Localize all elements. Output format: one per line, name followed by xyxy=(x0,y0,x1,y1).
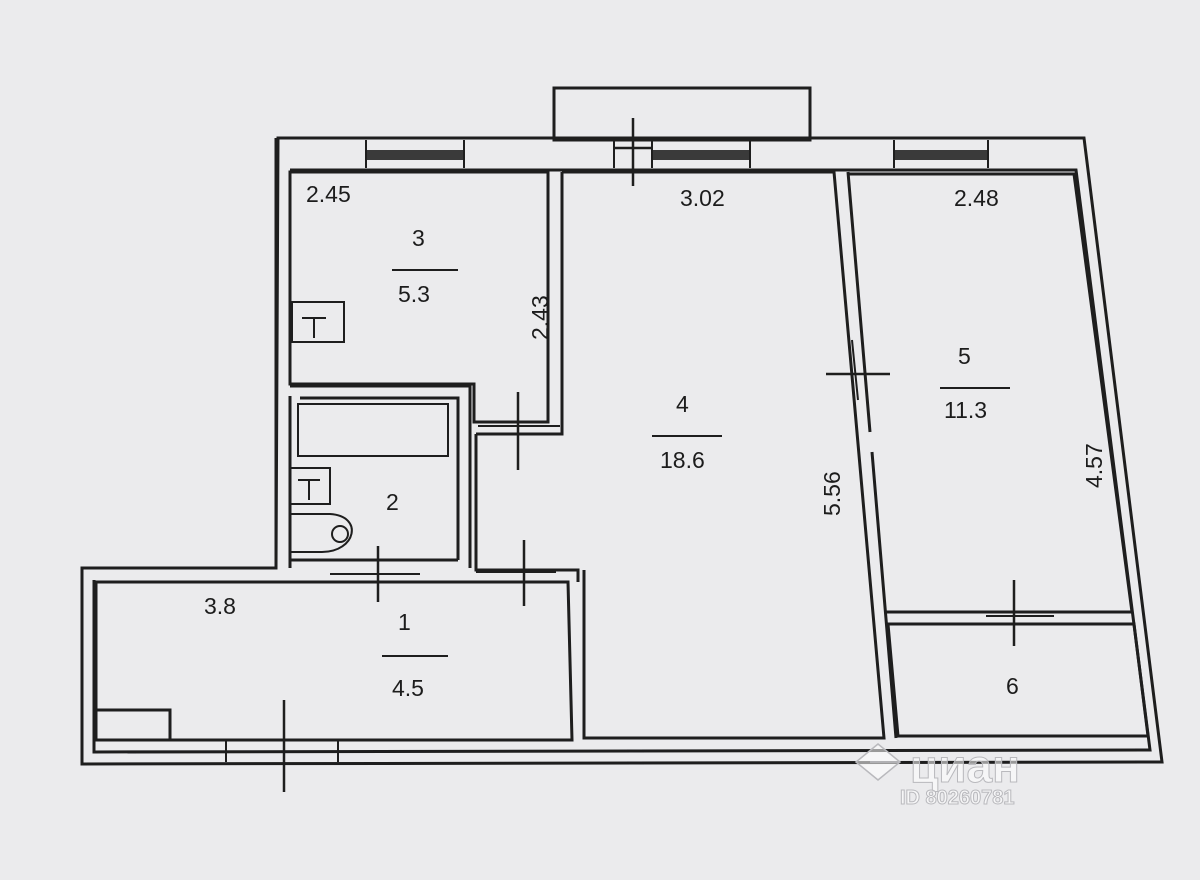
room3-area: 5.3 xyxy=(398,281,430,307)
room5-width-label: 2.48 xyxy=(954,185,999,211)
room6-walls xyxy=(886,622,1150,738)
room1-area: 4.5 xyxy=(392,675,424,701)
watermark-id: ID 80260781 xyxy=(900,787,1015,809)
window-room4 xyxy=(652,150,750,160)
room4-walls xyxy=(562,170,886,740)
room4-width-label: 3.02 xyxy=(680,185,725,211)
sink-icon xyxy=(291,301,345,343)
room3-depth-label: 2.43 xyxy=(527,295,553,340)
room5-number: 5 xyxy=(958,343,971,369)
room4-area: 18.6 xyxy=(660,447,705,473)
room5-area: 11.3 xyxy=(944,397,987,423)
room1-number: 1 xyxy=(398,609,411,635)
room2-number: 2 xyxy=(386,489,399,515)
cian-logo-icon xyxy=(854,743,902,781)
exterior-wall-outer xyxy=(80,136,1164,766)
toilet-icon xyxy=(289,513,353,553)
window-room3 xyxy=(366,150,464,160)
watermark: циан ID 80260781 xyxy=(854,740,1020,810)
balcony xyxy=(552,86,812,142)
bathtub-icon xyxy=(297,403,449,457)
hall-closet xyxy=(94,708,172,742)
room1-width-label: 3.8 xyxy=(204,593,236,619)
room3-walls xyxy=(288,170,550,424)
room3-number: 3 xyxy=(412,225,425,251)
room1-walls xyxy=(94,580,574,742)
room4-number: 4 xyxy=(676,391,689,417)
watermark-brand: циан xyxy=(910,740,1020,792)
room5-walls xyxy=(848,172,1134,614)
exterior-wall-inner xyxy=(92,168,1152,754)
room6-number: 6 xyxy=(1006,673,1019,699)
room3-width-label: 2.45 xyxy=(306,181,351,207)
room4-depth-label: 5.56 xyxy=(819,471,845,516)
room5-depth-label: 4.57 xyxy=(1081,443,1107,488)
window-room5 xyxy=(894,150,988,160)
bathroom-sink-icon xyxy=(289,467,331,505)
